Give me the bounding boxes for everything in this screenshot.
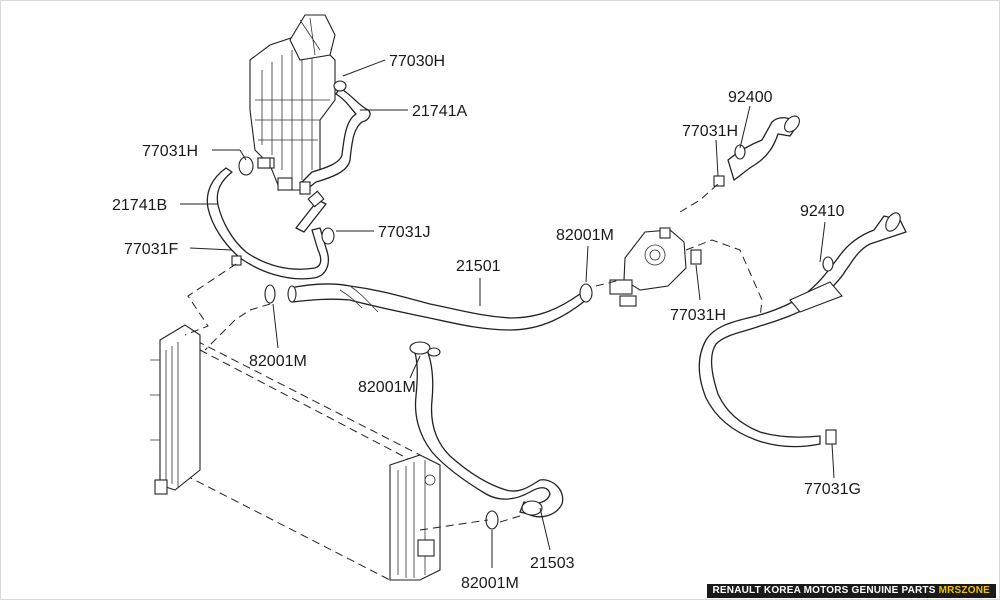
label-77031h-right[interactable]: 77031H <box>682 123 738 140</box>
clamp-77030h[interactable] <box>333 80 347 92</box>
clamp-82001m-left[interactable] <box>264 284 276 304</box>
label-77031g[interactable]: 77031G <box>804 481 861 498</box>
label-77031j[interactable]: 77031J <box>378 224 431 241</box>
clamp-82001m-top[interactable] <box>579 283 593 303</box>
hose-92410[interactable] <box>698 215 907 448</box>
label-21503[interactable]: 21503 <box>530 555 575 572</box>
label-82001m-mid[interactable]: 82001M <box>358 379 416 396</box>
label-82001m-bottom[interactable]: 82001M <box>461 575 519 592</box>
leader-lines <box>180 59 835 568</box>
radiator[interactable] <box>150 324 441 581</box>
label-77031h-top[interactable]: 77031H <box>142 143 198 160</box>
connector-lines <box>184 183 763 531</box>
label-77031h-mid[interactable]: 77031H <box>670 307 726 324</box>
clamp-77031f[interactable] <box>231 255 242 266</box>
clamp-77031j[interactable] <box>321 227 335 245</box>
clamp-77031g[interactable] <box>825 429 837 445</box>
hose-21741a[interactable] <box>301 87 371 191</box>
label-92410[interactable]: 92410 <box>800 203 845 220</box>
clamp-77031h-right[interactable] <box>713 175 725 187</box>
clamp-82001m-mid[interactable] <box>409 341 431 355</box>
hose-92410-junction <box>789 281 843 313</box>
label-21741a[interactable]: 21741A <box>412 103 467 120</box>
hose-21741b[interactable] <box>206 167 329 280</box>
coolant-reservoir[interactable] <box>249 14 336 191</box>
label-77031f[interactable]: 77031F <box>124 241 178 258</box>
watermark-text: RENAULT KOREA MOTORS GENUINE PARTS <box>712 585 939 596</box>
clamp-77031h-mid[interactable] <box>690 249 702 265</box>
label-21501[interactable]: 21501 <box>456 258 501 275</box>
clamp-77031h-top[interactable] <box>238 156 271 176</box>
watermark-accent: MRSZONE <box>938 585 990 596</box>
label-21741b[interactable]: 21741B <box>112 197 167 214</box>
hose-21501[interactable] <box>289 283 587 331</box>
thermostat-housing[interactable] <box>609 227 687 307</box>
label-77030h[interactable]: 77030H <box>389 53 445 70</box>
hose-92400[interactable] <box>727 117 799 181</box>
label-92400[interactable]: 92400 <box>728 89 773 106</box>
watermark: RENAULT KOREA MOTORS GENUINE PARTS MRSZO… <box>706 584 996 598</box>
label-82001m-left[interactable]: 82001M <box>249 353 307 370</box>
clamp-21741a-end <box>299 181 311 195</box>
hose-21741b-branch <box>295 199 327 233</box>
label-82001m-top[interactable]: 82001M <box>556 227 614 244</box>
